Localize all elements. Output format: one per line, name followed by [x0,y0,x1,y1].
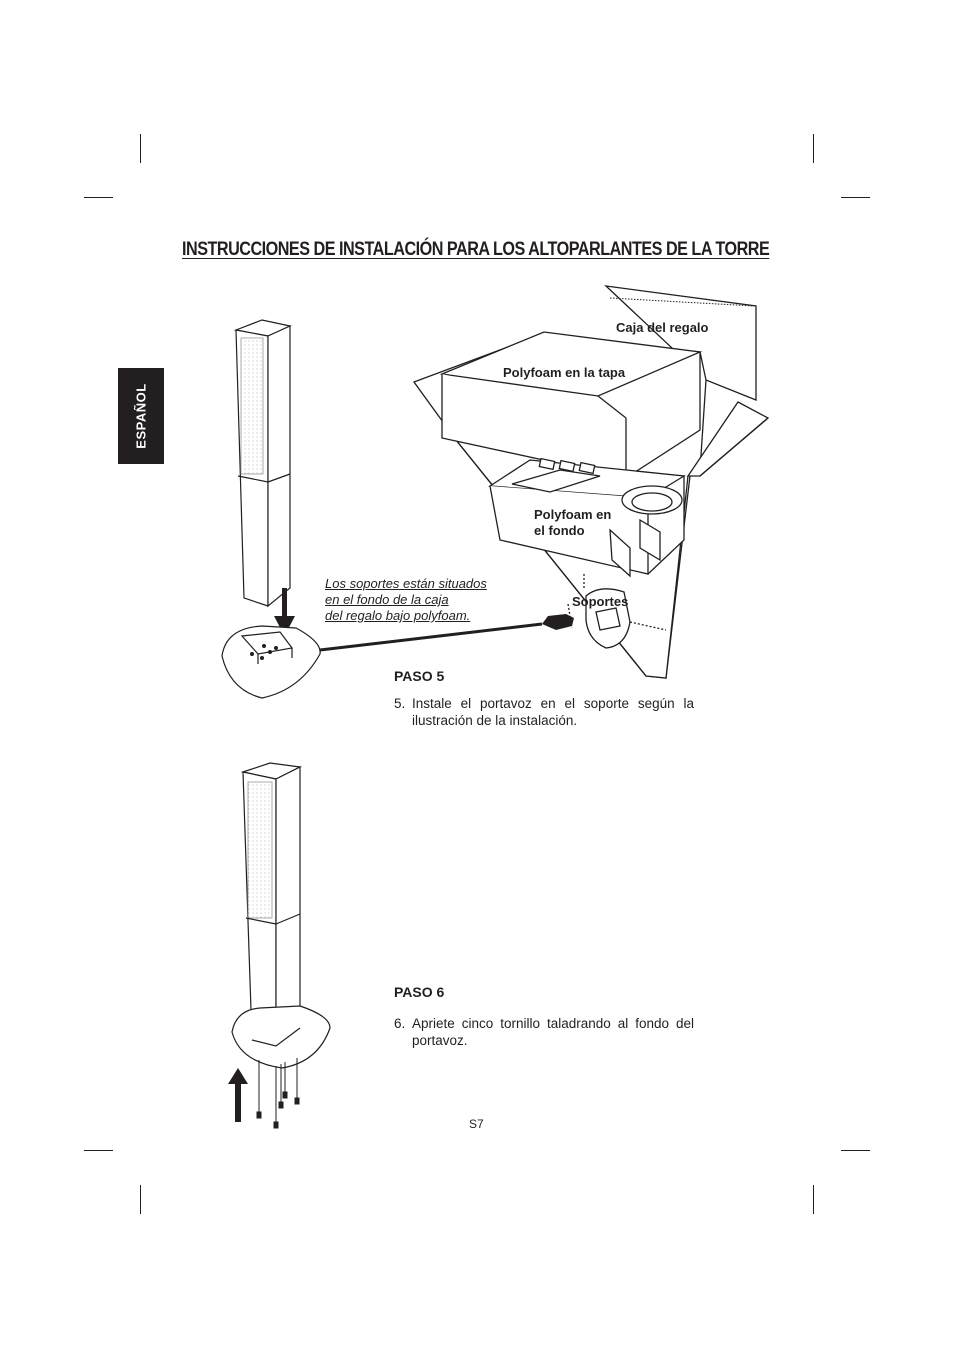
label-polyfoam-top: Polyfoam en la tapa [503,365,626,380]
crop-mark [140,134,141,163]
language-tab: ESPAÑOL [118,368,164,464]
crop-mark [813,134,814,163]
pointer-line [319,622,543,652]
step6-heading: PASO 6 [394,984,445,1000]
crop-mark [84,197,113,198]
note-line: Los soportes están situados [325,576,487,591]
page-number: S7 [469,1117,484,1131]
tower-speaker-step5 [233,319,292,608]
crop-mark [84,1150,113,1151]
screws [256,1058,300,1129]
speaker-base-step6 [231,1005,331,1069]
gift-box [412,285,770,679]
tower-speaker-step6 [240,762,303,1048]
note-line: del regalo bajo polyfoam. [325,608,471,623]
step5-text: Instale el portavoz en el soporte según … [412,696,694,728]
crop-mark [140,1185,141,1214]
step5-heading: PASO 5 [394,668,445,684]
down-arrow [274,588,295,636]
step5-instruction: 5. Instale el portavoz en el soporte seg… [394,695,694,729]
stands-location-note: Los soportes están situados en el fondo … [325,576,487,624]
step6-instruction: 6. Apriete cinco tornillo taladrando al … [394,1015,694,1049]
hand-pointer [542,614,574,630]
crop-mark [813,1185,814,1214]
up-arrow [228,1068,248,1122]
label-stands: Soportes [572,594,629,609]
label-polyfoam-bottom-line2: el fondo [534,523,585,538]
page-title: INSTRUCCIONES DE INSTALACIÓN PARA LOS AL… [182,238,770,260]
step6-number: 6. [394,1016,406,1031]
label-polyfoam-bottom-line1: Polyfoam en [534,507,612,522]
label-gift-box: Caja del regalo [616,320,709,335]
label-polyfoam-bottom: Polyfoam en el fondo [534,507,611,539]
crop-mark [841,197,870,198]
speaker-base-step5 [221,625,321,699]
step6-text: Apriete cinco tornillo taladrando al fon… [412,1016,694,1048]
step5-number: 5. [394,696,406,711]
crop-mark [841,1150,870,1151]
note-line: en el fondo de la caja [325,592,449,607]
